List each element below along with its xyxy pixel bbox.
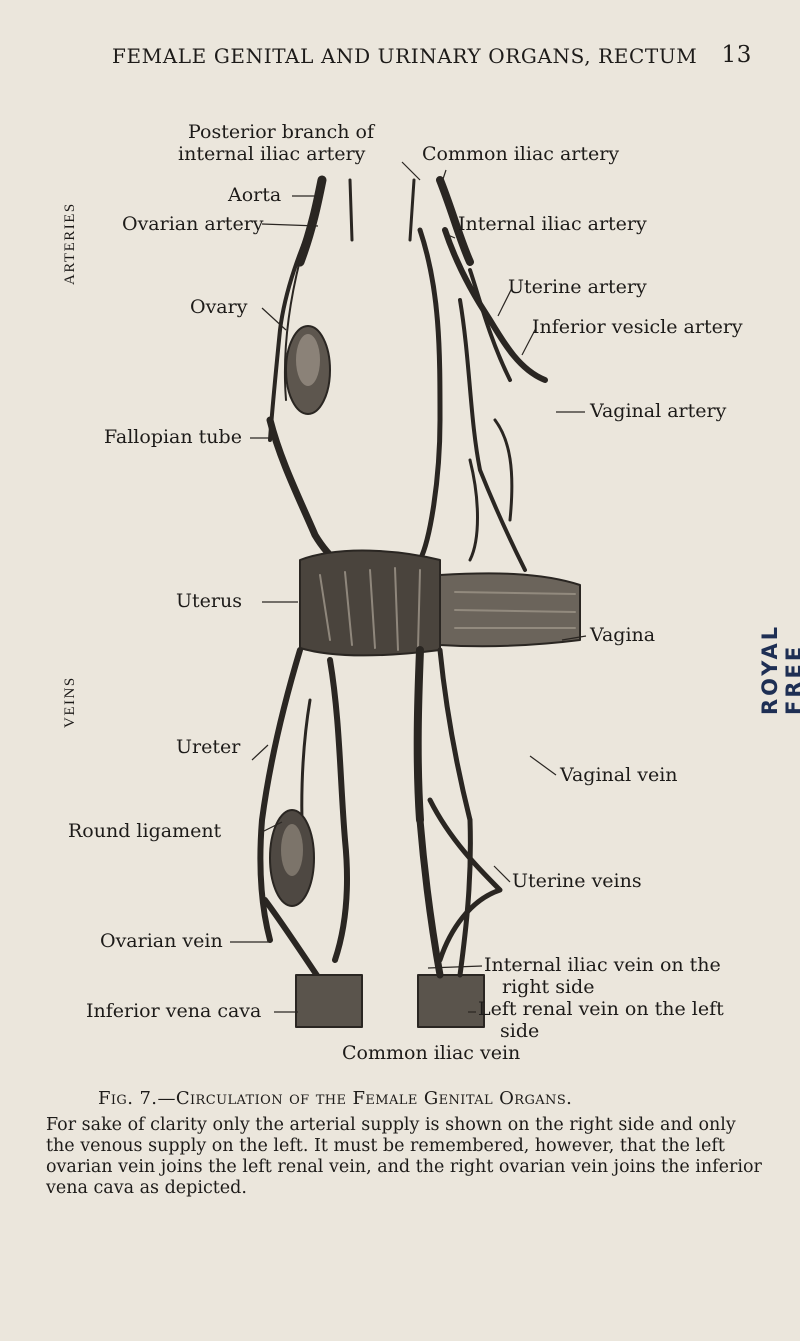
label-ovarian-vein: Ovarian vein: [100, 930, 223, 952]
label-ovarian-artery: Ovarian artery: [122, 213, 264, 235]
label-common-iliac-vein: Common iliac vein: [342, 1042, 521, 1064]
label-vaginal-vein: Vaginal vein: [560, 764, 678, 786]
uterine-veins-vessel: [427, 797, 503, 963]
label-uterine-veins: Uterine veins: [512, 870, 642, 892]
label-inferior-vena-cava: Inferior vena cava: [86, 1000, 262, 1022]
figure-caption: Fig. 7.—Circulation of the Female Genita…: [98, 1088, 572, 1109]
label-vagina: Vagina: [590, 624, 656, 646]
ovarian-vein-vessel: [262, 897, 323, 983]
label-internal-iliac-vein-1: Internal iliac vein on the: [484, 954, 721, 976]
label-left-renal-vein-2: side: [500, 1020, 540, 1042]
caption-title: Circulation of the Female Genital Organs…: [175, 1088, 573, 1109]
common-iliac-vein-shape: [417, 974, 485, 1028]
label-internal-iliac-vein-2: right side: [502, 976, 595, 998]
label-ureter: Ureter: [176, 736, 241, 758]
page-number: 13: [721, 42, 752, 68]
label-ovary: Ovary: [190, 296, 248, 318]
label-fallopian-tube: Fallopian tube: [104, 426, 242, 448]
label-aorta: Aorta: [228, 184, 282, 206]
vaginal-vein-vessel: [413, 646, 424, 824]
ureter-vessel: [257, 647, 303, 943]
caption-dash: —: [157, 1088, 176, 1109]
label-posterior-branch-1: Posterior branch of: [188, 121, 375, 143]
caption-prefix: Fig. 7.: [98, 1088, 158, 1109]
internal-iliac-artery-vessel: [442, 227, 548, 383]
figure-note: For sake of clarity only the arterial su…: [46, 1115, 762, 1198]
label-posterior-branch-2: internal iliac artery: [178, 143, 366, 165]
running-header: FEMALE GENITAL AND URINARY ORGANS, RECTU…: [112, 42, 752, 68]
common-iliac-artery-vessel: [436, 176, 474, 266]
label-vaginal-artery: Vaginal artery: [590, 400, 727, 422]
label-internal-iliac-artery: Internal iliac artery: [458, 213, 647, 235]
label-common-iliac-artery: Common iliac artery: [422, 143, 620, 165]
label-inferior-vesicle-artery: Inferior vesicle artery: [532, 316, 743, 338]
label-uterus: Uterus: [176, 590, 242, 612]
label-left-renal-vein-1: Left renal vein on the left: [478, 998, 724, 1020]
label-round-ligament: Round ligament: [68, 820, 222, 842]
inferior-vena-cava-shape: [295, 974, 363, 1028]
running-title: FEMALE GENITAL AND URINARY ORGANS, RECTU…: [112, 44, 698, 68]
vaginal-artery-vessel: [458, 298, 527, 572]
label-uterine-artery: Uterine artery: [508, 276, 647, 298]
ovarian-artery-vessel: [268, 208, 320, 442]
uterine-artery-vessel: [468, 268, 512, 382]
